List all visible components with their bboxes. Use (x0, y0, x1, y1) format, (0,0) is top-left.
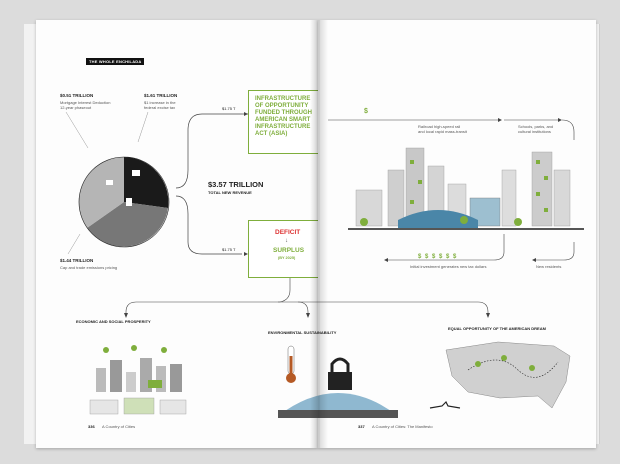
padlock-icon (328, 372, 352, 390)
airplane-icon (429, 400, 461, 409)
rail-caption: Railroad high-speed rail (418, 124, 461, 129)
gas-pump-icon (132, 170, 140, 176)
city-skyline-illustration (348, 147, 584, 230)
right-page-footer: A Country of Cities: The Manifesto (372, 424, 433, 429)
arrow-down-icon: ↓ (285, 238, 288, 244)
revenue-item-cap-trade-desc: Cap and trade emissions pricing (60, 265, 118, 270)
infrastructure-line-3: FUNDED THROUGH (255, 110, 312, 116)
infrastructure-line-2: OF OPPORTUNITY (255, 103, 309, 109)
surplus-label: SURPLUS (273, 247, 305, 254)
city-flow-diagram (278, 118, 584, 418)
outcome-equal-opportunity: EQUAL OPPORTUNITY OF THE AMERICAN DREAM (448, 326, 546, 331)
left-page-number: 336 (88, 424, 95, 429)
us-map-illustration (429, 341, 571, 409)
sustainability-dome-illustration (278, 357, 398, 418)
revenue-item-cap-trade-value: $1.44 TRILLION (60, 258, 94, 263)
left-page-footer: A Country of Cities (102, 424, 136, 429)
infrastructure-box: INFRASTRUCTURE OF OPPORTUNITY FUNDED THR… (248, 90, 330, 154)
prosperity-city-illustration (89, 345, 187, 415)
flow-amount-bottom: $1.75 T (222, 247, 236, 252)
surplus-year: (BY 2025) (278, 256, 296, 260)
revenue-item-mortgage-desc: Mortgage Interest Deduction (60, 100, 111, 105)
book-gutter (310, 20, 328, 448)
revenue-diagram (65, 111, 291, 415)
revenue-item-excise-desc2: federal excise tax (144, 105, 176, 110)
flow-amount-top: $1.75 T (222, 106, 236, 111)
investment-dollars: $ $ $ $ $ $ (418, 254, 458, 260)
house-icon (106, 180, 113, 185)
open-book: THE WHOLE ENCHILADA $0.51 TRILLION Mortg… (24, 14, 600, 454)
factory-icon (126, 198, 132, 206)
left-page: THE WHOLE ENCHILADA $0.51 TRILLION Mortg… (36, 20, 330, 448)
right-page: $ Railroad high-speed rail and local rap… (268, 20, 596, 448)
infrastructure-line-5: INFRASTRUCTURE (255, 124, 311, 130)
investment-caption: Initial investment generates new tax dol… (410, 264, 487, 269)
schools-caption: Schools, parks, and (518, 124, 554, 129)
infrastructure-line-1: INFRASTRUCTURE (255, 96, 311, 102)
revenue-item-mortgage-desc2: 12-year phaseout (60, 105, 92, 110)
pie-slice-mortgage (78, 156, 124, 228)
rail-caption-2: and local rapid mass-transit (418, 129, 467, 134)
total-revenue-value: $3.57 TRILLION (208, 180, 264, 189)
schools-caption-2: cultural institutions (518, 129, 551, 134)
revenue-item-excise-value: $1.61 TRILLION (144, 93, 178, 98)
revenue-item-excise-desc: $1 increase in the (144, 100, 176, 105)
pie-slice-cap-trade (87, 202, 168, 247)
spread-label: THE WHOLE ENCHILADA (86, 58, 145, 65)
right-page-number: 337 (358, 424, 365, 429)
thermometer-icon (286, 345, 296, 383)
revenue-pie-chart (78, 156, 170, 248)
revenue-item-mortgage-value: $0.51 TRILLION (60, 93, 94, 98)
infrastructure-line-4: AMERICAN SMART (255, 117, 311, 123)
outcome-economic: ECONOMIC AND SOCIAL PROSPERITY (76, 319, 151, 324)
new-residents-caption: New residents (536, 264, 562, 269)
outcome-environmental: ENVIRONMENTAL SUSTAINABILITY (268, 330, 337, 335)
total-revenue-label: TOTAL NEW REVENUE (208, 190, 252, 195)
deficit-label: DEFICIT (275, 229, 301, 236)
pie-slice-excise (124, 157, 169, 208)
dollar-icon: $ (364, 108, 368, 115)
infrastructure-line-6: ACT (ASIA) (255, 131, 288, 137)
outcome-arrows (278, 301, 490, 318)
